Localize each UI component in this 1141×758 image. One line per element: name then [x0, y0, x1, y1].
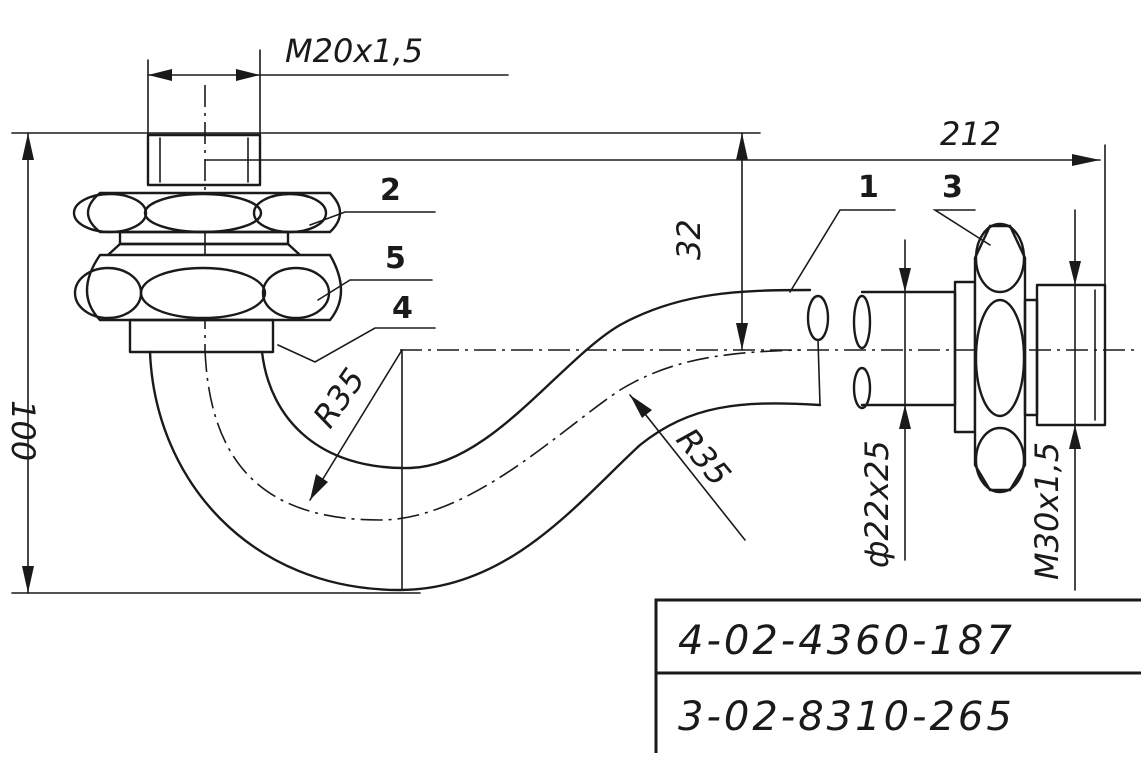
arrow-head	[148, 69, 172, 81]
hex-nut-5	[85, 253, 343, 322]
tube-break	[852, 366, 872, 410]
dim-radius-right: R35	[669, 421, 739, 494]
washer	[118, 230, 290, 246]
tube-centerline	[204, 349, 801, 521]
hex-face	[252, 192, 328, 234]
callout-1: 1	[858, 170, 879, 205]
tube-cut-edge	[817, 339, 821, 406]
dim-thread-end: M30x1,5	[1028, 442, 1066, 580]
hex-face	[139, 266, 267, 320]
arrow-head	[899, 405, 911, 429]
arrow-head	[630, 395, 652, 418]
end-thread-body	[1035, 283, 1107, 427]
callout-3: 3	[942, 170, 963, 205]
tube-outer-wall	[148, 350, 822, 592]
title-code-2: 3-02-8310-265	[678, 694, 1015, 740]
arrow-head	[22, 566, 34, 593]
leader-1	[789, 209, 896, 293]
top-thread-body	[146, 133, 262, 187]
dim-thread-top: M20x1,5	[285, 32, 423, 70]
hex-nut-2	[86, 191, 342, 234]
leader-2	[309, 211, 436, 226]
arrow-head	[736, 323, 748, 350]
tube-break	[852, 294, 872, 350]
dim-offset: 32	[670, 219, 708, 260]
dim-tube-diameter: ф22x25	[858, 440, 896, 568]
arrow-head	[1069, 425, 1081, 449]
callout-5: 5	[385, 241, 406, 276]
dim-radius-left: R35	[305, 361, 372, 434]
arrow-head	[22, 133, 34, 160]
arrow-head	[736, 133, 748, 160]
body-chamfer	[106, 242, 302, 257]
radius-line-left	[309, 349, 403, 501]
arrow-head	[236, 69, 260, 81]
radius-line-right	[629, 394, 746, 541]
callout-2: 2	[380, 173, 401, 208]
nipple-4	[128, 318, 275, 354]
arrow-head	[899, 268, 911, 292]
arrow-head	[310, 474, 328, 500]
tube-cut-end	[806, 294, 830, 342]
leader-4	[277, 327, 436, 363]
title-code-1: 4-02-4360-187	[678, 618, 1015, 664]
dim-length-total: 212	[940, 115, 1001, 153]
hex-face	[974, 222, 1026, 294]
arrow-head	[1069, 261, 1081, 285]
callout-4: 4	[392, 291, 413, 326]
tube-straight-section	[860, 290, 957, 407]
leader-3	[932, 209, 991, 246]
title-block	[654, 598, 1141, 758]
dim-height-total: 100	[4, 400, 42, 461]
fitting-shoulder	[1023, 298, 1039, 417]
hex-nut-3	[973, 224, 1027, 492]
hex-face	[974, 426, 1026, 494]
fitting-collar	[953, 280, 977, 434]
leader-5	[317, 279, 433, 301]
arrow-head	[1072, 154, 1100, 166]
tube-inner-wall	[260, 288, 812, 470]
